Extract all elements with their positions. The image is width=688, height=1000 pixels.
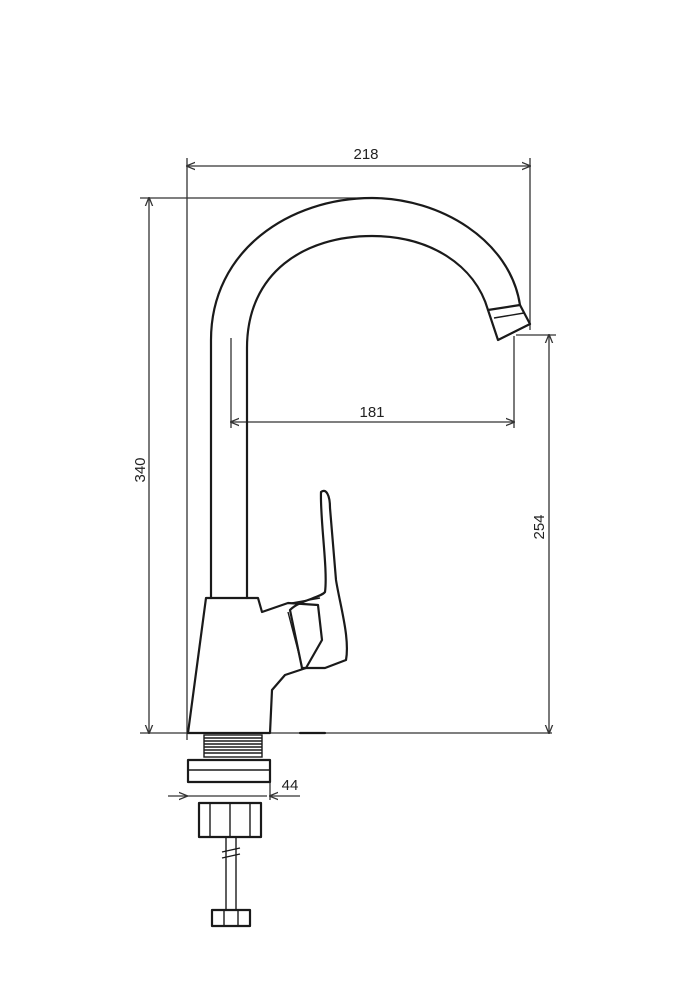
spout-outer-contour bbox=[209, 196, 522, 600]
dimension-label-254: 254 bbox=[531, 514, 548, 539]
dimension-218: 218 bbox=[187, 146, 530, 740]
handle-cap bbox=[291, 597, 321, 604]
dimension-44: 44 bbox=[168, 770, 300, 800]
dimension-label-340: 340 bbox=[132, 457, 149, 482]
thread-lines bbox=[204, 737, 262, 754]
body-housing bbox=[186, 596, 324, 735]
dimension-label-218: 218 bbox=[353, 146, 378, 163]
mounting-washer bbox=[186, 758, 272, 784]
lever-handle bbox=[288, 489, 348, 670]
hose-break-mark bbox=[221, 847, 241, 859]
dimension-254: 254 bbox=[516, 335, 556, 733]
faucet-body bbox=[186, 489, 348, 735]
dimension-label-181: 181 bbox=[359, 404, 384, 421]
spout-inner-contour bbox=[245, 234, 490, 600]
aerator-ring bbox=[493, 312, 525, 319]
shank-assembly bbox=[186, 734, 272, 928]
hose-end-fitting bbox=[210, 908, 252, 928]
dimension-340: 340 bbox=[132, 198, 552, 733]
dimension-181: 181 bbox=[231, 336, 514, 428]
thread-shank bbox=[203, 734, 263, 758]
dimension-label-44: 44 bbox=[282, 777, 299, 794]
handle-seam bbox=[287, 611, 303, 667]
faucet-spout bbox=[209, 196, 532, 600]
aerator-tip bbox=[486, 303, 532, 342]
